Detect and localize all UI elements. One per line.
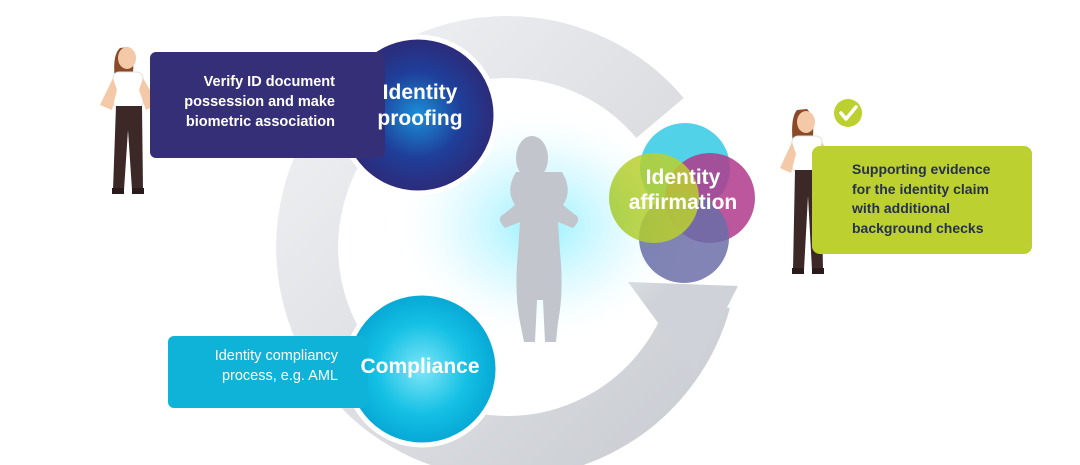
identity-affirmation-title: Identity affirmation [603, 165, 763, 215]
affirmation-title-line: Identity [645, 166, 721, 189]
identity-proofing-description-box [150, 52, 385, 158]
proofing-title-line: proofing [377, 107, 463, 130]
check-icon [834, 99, 862, 127]
compliance-description-box [168, 336, 368, 408]
woman-illustration-icon [100, 47, 158, 194]
compliance-title: Compliance [360, 355, 480, 378]
identity-proofing-description: Verify ID document possession and make b… [170, 72, 335, 132]
compliance-description: Identity compliancy process, e.g. AML [178, 346, 338, 386]
proofing-title-line: Identity [382, 81, 458, 104]
affirmation-title-line: affirmation [628, 191, 738, 214]
proofing-desc-line: biometric association [185, 114, 335, 130]
compliance-desc-line: process, e.g. AML [221, 368, 338, 384]
affirmation-desc-line: with additional [852, 200, 950, 216]
affirmation-desc-line: background checks [852, 219, 984, 236]
identity-affirmation-description: Supporting evidence for the identity cla… [852, 160, 1022, 238]
identity-proofing-title: Identity proofing [345, 80, 495, 132]
affirmation-desc-line: for the identity claim [852, 180, 989, 197]
proofing-desc-line: possession and make [184, 94, 335, 110]
cycle-arrow-icon [276, 16, 738, 465]
proofing-desc-line: Verify ID document [203, 74, 335, 90]
affirmation-desc-line: Supporting evidence [852, 161, 991, 177]
person-silhouette-icon [499, 136, 579, 342]
identity-affirmation-description-box [812, 146, 1032, 254]
identity-affirmation-venn [609, 123, 755, 283]
compliance-desc-line: Identity compliancy [214, 348, 338, 364]
